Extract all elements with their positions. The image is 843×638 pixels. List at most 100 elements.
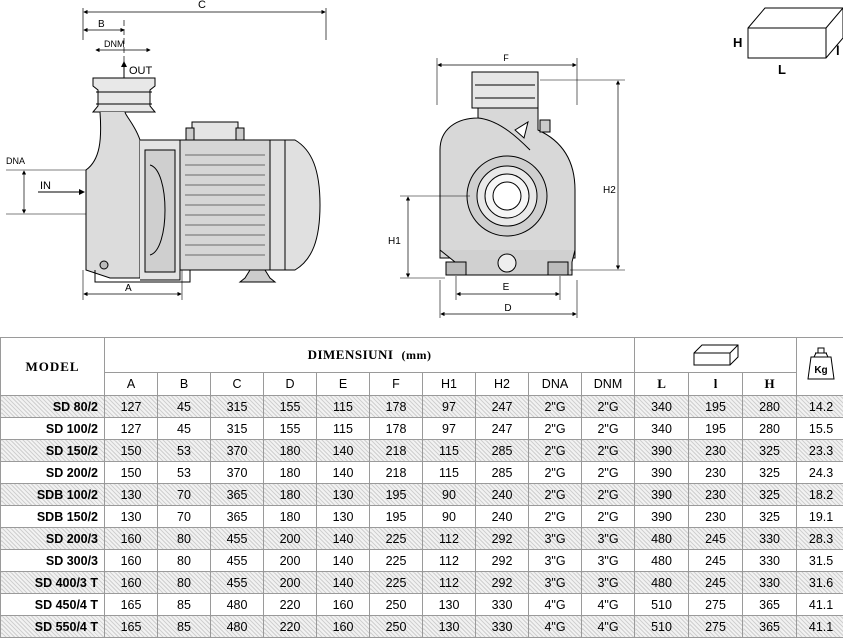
weight-cell: 31.6: [797, 572, 843, 594]
dimension-cell: 53: [158, 440, 211, 462]
model-cell: SD 450/4 T: [1, 594, 105, 616]
box-label-width: l: [836, 43, 840, 58]
dimension-cell: 130: [317, 506, 370, 528]
dimension-cell: 195: [370, 506, 423, 528]
dimension-cell: 180: [264, 440, 317, 462]
dimension-cell: 115: [317, 396, 370, 418]
box-dimension-cell: 195: [689, 418, 743, 440]
dimension-cell: 85: [158, 594, 211, 616]
box-dimension-cell: 510: [635, 616, 689, 638]
box-dimension-cell: 340: [635, 418, 689, 440]
dimension-cell: 3"G: [529, 550, 582, 572]
dimension-cell: 150: [105, 440, 158, 462]
dimension-cell: 112: [423, 528, 476, 550]
dimension-cell: 155: [264, 418, 317, 440]
dimension-cell: 218: [370, 440, 423, 462]
dimension-cell: 200: [264, 528, 317, 550]
dimension-cell: 115: [317, 418, 370, 440]
col-header-f: F: [370, 373, 423, 396]
box-icon: [692, 343, 740, 367]
box-dimension-cell: 390: [635, 506, 689, 528]
model-cell: SD 550/4 T: [1, 616, 105, 638]
box-dimension-cell: 275: [689, 616, 743, 638]
dimension-cell: 160: [105, 550, 158, 572]
dimension-cell: 178: [370, 396, 423, 418]
dimension-cell: 160: [105, 528, 158, 550]
dimension-cell: 220: [264, 616, 317, 638]
dimension-cell: 240: [476, 484, 529, 506]
dimension-cell: 2"G: [582, 418, 635, 440]
col-header-box-width: l: [689, 373, 743, 396]
dimension-cell: 130: [423, 594, 476, 616]
box-dimension-cell: 325: [743, 462, 797, 484]
dimension-cell: 2"G: [582, 462, 635, 484]
box-dimension-cell: 325: [743, 506, 797, 528]
dimension-cell: 130: [105, 484, 158, 506]
dimension-cell: 200: [264, 572, 317, 594]
dimension-cell: 130: [423, 616, 476, 638]
pump-side-view: [6, 8, 326, 300]
box-dimension-cell: 330: [743, 550, 797, 572]
col-header-box-length: L: [635, 373, 689, 396]
col-header-h1: H1: [423, 373, 476, 396]
dim-label-e: E: [503, 282, 510, 293]
model-cell: SD 150/2: [1, 440, 105, 462]
weight-header: Kg: [797, 338, 843, 396]
box-dimension-cell: 480: [635, 572, 689, 594]
weight-cell: 18.2: [797, 484, 843, 506]
box-dimension-cell: 280: [743, 418, 797, 440]
dimension-cell: 127: [105, 396, 158, 418]
dimension-cell: 4"G: [582, 594, 635, 616]
pump-technical-drawing: C B DNM OUT DNA IN A: [0, 0, 843, 335]
dimension-cell: 3"G: [582, 528, 635, 550]
dimension-cell: 70: [158, 506, 211, 528]
dimension-cell: 240: [476, 506, 529, 528]
model-cell: SD 200/2: [1, 462, 105, 484]
box-dimension-cell: 365: [743, 594, 797, 616]
weight-cell: 41.1: [797, 616, 843, 638]
dim-label-b: B: [98, 19, 105, 30]
dimension-cell: 140: [317, 528, 370, 550]
dimension-cell: 180: [264, 484, 317, 506]
dimension-cell: 53: [158, 462, 211, 484]
box-dimension-cell: 195: [689, 396, 743, 418]
dimension-cell: 365: [211, 484, 264, 506]
box-dimension-cell: 325: [743, 484, 797, 506]
box-dimension-cell: 390: [635, 462, 689, 484]
box-dimension-cell: 230: [689, 506, 743, 528]
dimension-cell: 165: [105, 594, 158, 616]
col-header-box-height: H: [743, 373, 797, 396]
dimension-cell: 200: [264, 550, 317, 572]
dimension-cell: 292: [476, 572, 529, 594]
dimension-cell: 130: [317, 484, 370, 506]
dimension-cell: 330: [476, 594, 529, 616]
dimension-cell: 480: [211, 616, 264, 638]
dimension-cell: 285: [476, 440, 529, 462]
box-dimension-cell: 330: [743, 528, 797, 550]
dim-label-dnm: DNM: [104, 39, 125, 49]
dimension-cell: 140: [317, 462, 370, 484]
dimension-cell: 3"G: [529, 528, 582, 550]
model-cell: SD 300/3: [1, 550, 105, 572]
dimension-cell: 160: [105, 572, 158, 594]
dimension-cell: 220: [264, 594, 317, 616]
box-dimension-cell: 365: [743, 616, 797, 638]
dimension-cell: 455: [211, 528, 264, 550]
model-cell: SD 200/3: [1, 528, 105, 550]
dimension-cell: 150: [105, 462, 158, 484]
box-dimension-cell: 230: [689, 440, 743, 462]
dimension-cell: 80: [158, 572, 211, 594]
dimension-cell: 2"G: [529, 440, 582, 462]
dimension-cell: 70: [158, 484, 211, 506]
dimensions-unit: (mm): [401, 348, 431, 362]
dimension-cell: 3"G: [582, 572, 635, 594]
box-dimension-cell: 340: [635, 396, 689, 418]
model-cell: SD 100/2: [1, 418, 105, 440]
box-dimension-cell: 230: [689, 484, 743, 506]
weight-cell: 24.3: [797, 462, 843, 484]
dimension-cell: 130: [105, 506, 158, 528]
